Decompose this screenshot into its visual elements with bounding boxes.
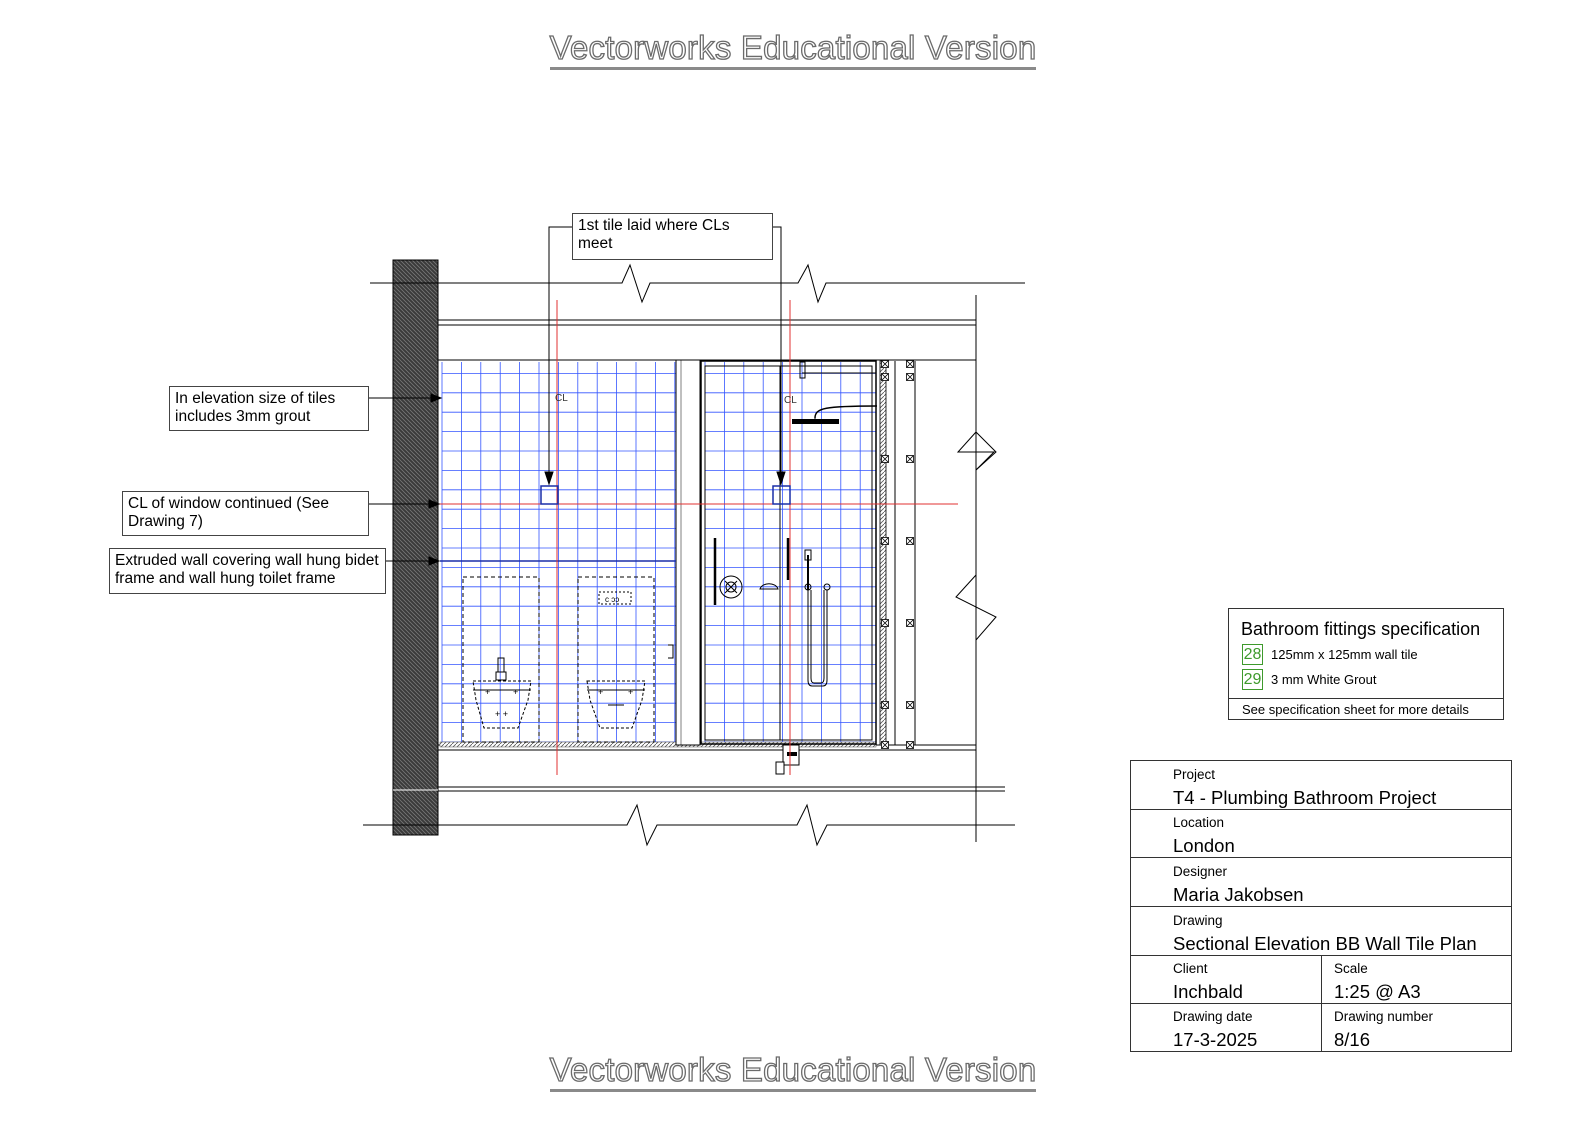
location-value: London (1173, 835, 1235, 856)
drawing-label: Drawing (1173, 913, 1223, 928)
toilet-frame (577, 576, 655, 743)
number-label: Drawing number (1334, 1009, 1434, 1024)
watermark-text: Vectorworks Educational Version (549, 1050, 1037, 1092)
leader-lines (369, 226, 786, 566)
spec-number-badge: 29 (1242, 669, 1263, 690)
cl-label-right: CL (784, 395, 797, 406)
svg-text:+: + (485, 687, 490, 697)
shower-head (792, 405, 878, 424)
specification-item: 28 125mm x 125mm wall tile (1242, 644, 1418, 665)
date-label: Drawing date (1173, 1009, 1253, 1024)
tb-project: Project T4 - Plumbing Bathroom Project (1131, 761, 1511, 810)
tile-grid-left (441, 362, 676, 743)
watermark-text: Vectorworks Educational Version (549, 28, 1037, 70)
spec-item-text: 3 mm White Grout (1271, 672, 1377, 687)
specification-box: Bathroom fittings specification 28 125mm… (1228, 608, 1504, 720)
designer-value: Maria Jakobsen (1173, 884, 1304, 905)
callout-extruded-wall: Extruded wall covering wall hung bidet f… (109, 548, 386, 594)
hand-shower-rail (804, 549, 831, 687)
location-label: Location (1173, 815, 1225, 830)
insulation-markers (881, 360, 914, 749)
tb-client-scale: Client Inchbald Scale 1:25 @ A3 (1131, 955, 1511, 1004)
shower-mixer (719, 575, 779, 599)
cl-label-left: CL (555, 393, 568, 404)
tb-drawing: Drawing Sectional Elevation BB Wall Tile… (1131, 907, 1511, 956)
svg-text:+: + (513, 687, 518, 697)
toilet: + + (586, 680, 646, 729)
date-value: 17-3-2025 (1173, 1029, 1258, 1050)
bidet-frame (462, 576, 540, 743)
scale-value: 1:25 @ A3 (1334, 981, 1421, 1002)
tb-scale: Scale 1:25 @ A3 (1321, 955, 1511, 1003)
svg-text:c ɔɔ: c ɔɔ (605, 595, 619, 604)
specification-note: See specification sheet for more details (1229, 698, 1503, 717)
number-value: 8/16 (1334, 1029, 1371, 1050)
client-value: Inchbald (1173, 981, 1243, 1002)
ceiling-break-line (370, 263, 1025, 304)
specification-item: 29 3 mm White Grout (1242, 669, 1376, 690)
watermark-top: Vectorworks Educational Version (0, 28, 1586, 70)
project-value: T4 - Plumbing Bathroom Project (1173, 787, 1437, 808)
spec-number-badge: 28 (1242, 644, 1263, 665)
svg-text:+ +: + + (495, 709, 508, 719)
wall-section (392, 259, 439, 836)
callout-tile-size: In elevation size of tiles includes 3mm … (169, 386, 369, 431)
spec-item-text: 125mm x 125mm wall tile (1271, 647, 1418, 662)
partition-column (675, 359, 701, 746)
tb-client: Client Inchbald (1131, 955, 1322, 1003)
tb-number: Drawing number 8/16 (1321, 1003, 1511, 1051)
scale-label: Scale (1334, 961, 1368, 976)
callout-window-cl: CL of window continued (See Drawing 7) (122, 491, 369, 536)
project-label: Project (1173, 767, 1216, 782)
flush-plate (598, 591, 632, 605)
shower-enclosure (700, 360, 877, 745)
title-block: Project T4 - Plumbing Bathroom Project L… (1130, 760, 1512, 1052)
svg-text:+: + (628, 687, 633, 697)
tb-designer: Designer Maria Jakobsen (1131, 858, 1511, 907)
bidet: + + + + (472, 657, 532, 729)
svg-text:+: + (598, 687, 603, 697)
watermark-bottom: Vectorworks Educational Version (0, 1050, 1586, 1092)
floor-break-line (363, 803, 1015, 847)
callout-first-tile: 1st tile laid where CLs meet (572, 213, 773, 260)
tb-date-number: Drawing date 17-3-2025 Drawing number 8/… (1131, 1003, 1511, 1051)
tb-location: Location London (1131, 809, 1511, 858)
client-label: Client (1173, 961, 1208, 976)
specification-title: Bathroom fittings specification (1241, 619, 1481, 639)
drawing-value: Sectional Elevation BB Wall Tile Plan (1173, 933, 1477, 954)
designer-label: Designer (1173, 864, 1228, 879)
tb-date: Drawing date 17-3-2025 (1131, 1003, 1322, 1051)
